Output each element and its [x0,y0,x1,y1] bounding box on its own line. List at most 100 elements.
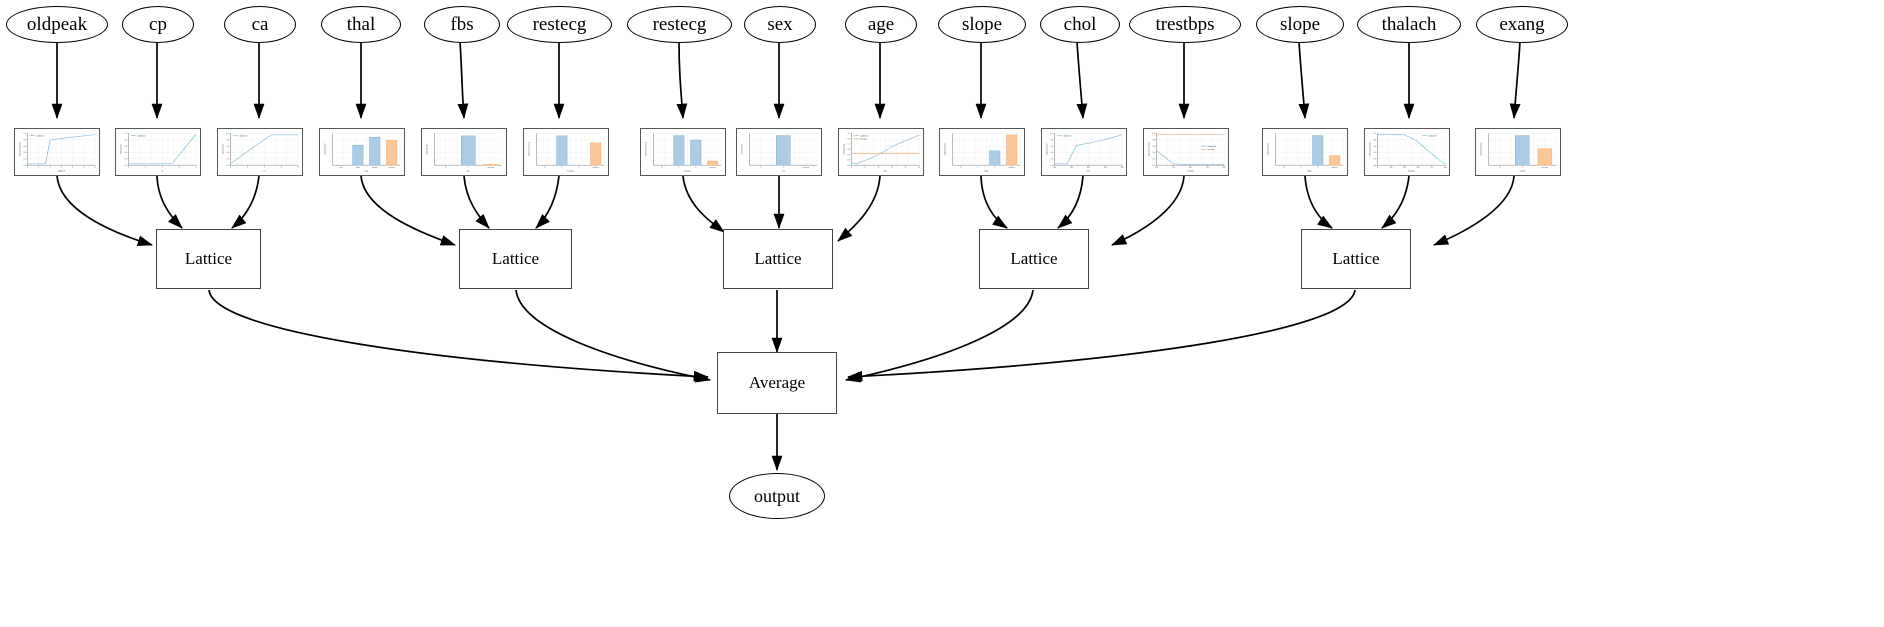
feature-node-chol[interactable]: chol [1040,6,1120,43]
svg-text:calibrated thal: calibrated thal [324,143,327,155]
svg-text:0.2: 0.2 [124,159,127,161]
svg-text:1.5: 1.5 [847,144,850,146]
lattice-node-3[interactable]: Lattice [979,229,1089,289]
feature-node-oldpeak[interactable]: oldpeak [6,6,108,43]
svg-text:slope: slope [984,171,989,173]
lattice-node-2[interactable]: Lattice [723,229,833,289]
svg-text:0.2: 0.2 [1050,159,1053,161]
svg-text:0: 0 [544,167,545,169]
svg-text:1.0: 1.0 [124,133,127,135]
output-label: output [753,485,800,506]
feature-node-slope-2[interactable]: slope [1256,6,1344,43]
svg-text:200: 200 [1070,167,1073,169]
svg-text:1: 1 [977,167,978,169]
svg-text:125: 125 [1172,167,1175,169]
average-node[interactable]: Average [717,352,837,414]
svg-text:0.8: 0.8 [1373,139,1376,141]
feature-label: oldpeak [26,13,88,35]
svg-text:calibrated restecg: calibrated restecg [645,142,648,156]
svg-text:0: 0 [1499,167,1500,169]
svg-text:missing: missing [1208,149,1214,151]
lattice-node-0[interactable]: Lattice [156,229,261,289]
svg-text:missing: missing [1332,167,1338,169]
svg-text:calibrated: calibrated [860,134,868,137]
svg-text:calibrated cp: calibrated cp [120,144,123,154]
feature-node-thalach[interactable]: thalach [1357,6,1461,43]
svg-text:0.6: 0.6 [1152,146,1155,148]
svg-text:trestbps: trestbps [1187,170,1194,173]
svg-text:4: 4 [72,167,73,169]
svg-text:age: age [884,171,887,173]
svg-text:calibrated: calibrated [36,134,44,137]
svg-text:calibrated trestbps: calibrated trestbps [1148,142,1151,157]
feature-node-age[interactable]: age [845,6,917,43]
feature-label: slope [961,13,1003,35]
feature-node-trestbps[interactable]: trestbps [1129,6,1241,43]
svg-text:missing: missing [389,167,395,169]
svg-text:0.2: 0.2 [1152,159,1155,161]
feature-node-exang[interactable]: exang [1476,6,1568,43]
svg-text:0: 0 [760,167,761,169]
feature-label: exang [1499,13,1545,35]
svg-text:100: 100 [1389,167,1392,169]
feature-node-thal[interactable]: thal [321,6,401,43]
svg-text:missing: missing [710,167,716,169]
feature-node-fbs[interactable]: fbs [424,6,500,43]
feature-node-slope-1[interactable]: slope [938,6,1026,43]
svg-text:calibrated: calibrated [1063,134,1071,137]
svg-text:100: 100 [1053,167,1056,169]
feature-node-cp[interactable]: cp [122,6,194,43]
feature-node-restecg-1[interactable]: restecg [507,6,612,43]
svg-text:10: 10 [918,167,920,169]
feature-node-ca[interactable]: ca [224,6,296,43]
lattice-node-1[interactable]: Lattice [459,229,572,289]
svg-text:150: 150 [1189,167,1192,169]
svg-text:300: 300 [1087,167,1090,169]
output-node[interactable]: output [729,473,825,519]
svg-text:cp: cp [161,171,164,173]
svg-text:200: 200 [1223,167,1226,169]
lattice-label: Lattice [184,249,233,268]
svg-text:1: 1 [1300,167,1301,169]
feature-node-restecg-2[interactable]: restecg [627,6,732,43]
feature-label: ca [251,13,269,35]
svg-text:75: 75 [1376,167,1378,169]
svg-text:0: 0 [1283,167,1284,169]
svg-text:calibrated exang: calibrated exang [1480,143,1483,156]
svg-text:calibrated age: calibrated age [843,144,846,155]
svg-text:ca: ca [263,171,266,173]
svg-text:125: 125 [1403,167,1406,169]
svg-text:0.0: 0.0 [1050,165,1053,167]
feature-label: restecg [652,13,707,35]
svg-text:0.2: 0.2 [226,159,229,161]
svg-text:3: 3 [61,167,62,169]
lattice-label: Lattice [1332,249,1380,268]
svg-text:restecg: restecg [684,170,691,173]
lattice-node-4[interactable]: Lattice [1301,229,1411,289]
feature-node-sex[interactable]: sex [744,6,816,43]
svg-text:1: 1 [783,167,784,169]
svg-text:0: 0 [851,167,852,169]
svg-text:6: 6 [892,167,893,169]
svg-text:restecg: restecg [567,170,574,173]
svg-text:1: 1 [38,167,39,169]
svg-text:2: 2 [264,167,265,169]
svg-text:0.4: 0.4 [23,152,26,154]
svg-text:0.8: 0.8 [23,139,26,141]
